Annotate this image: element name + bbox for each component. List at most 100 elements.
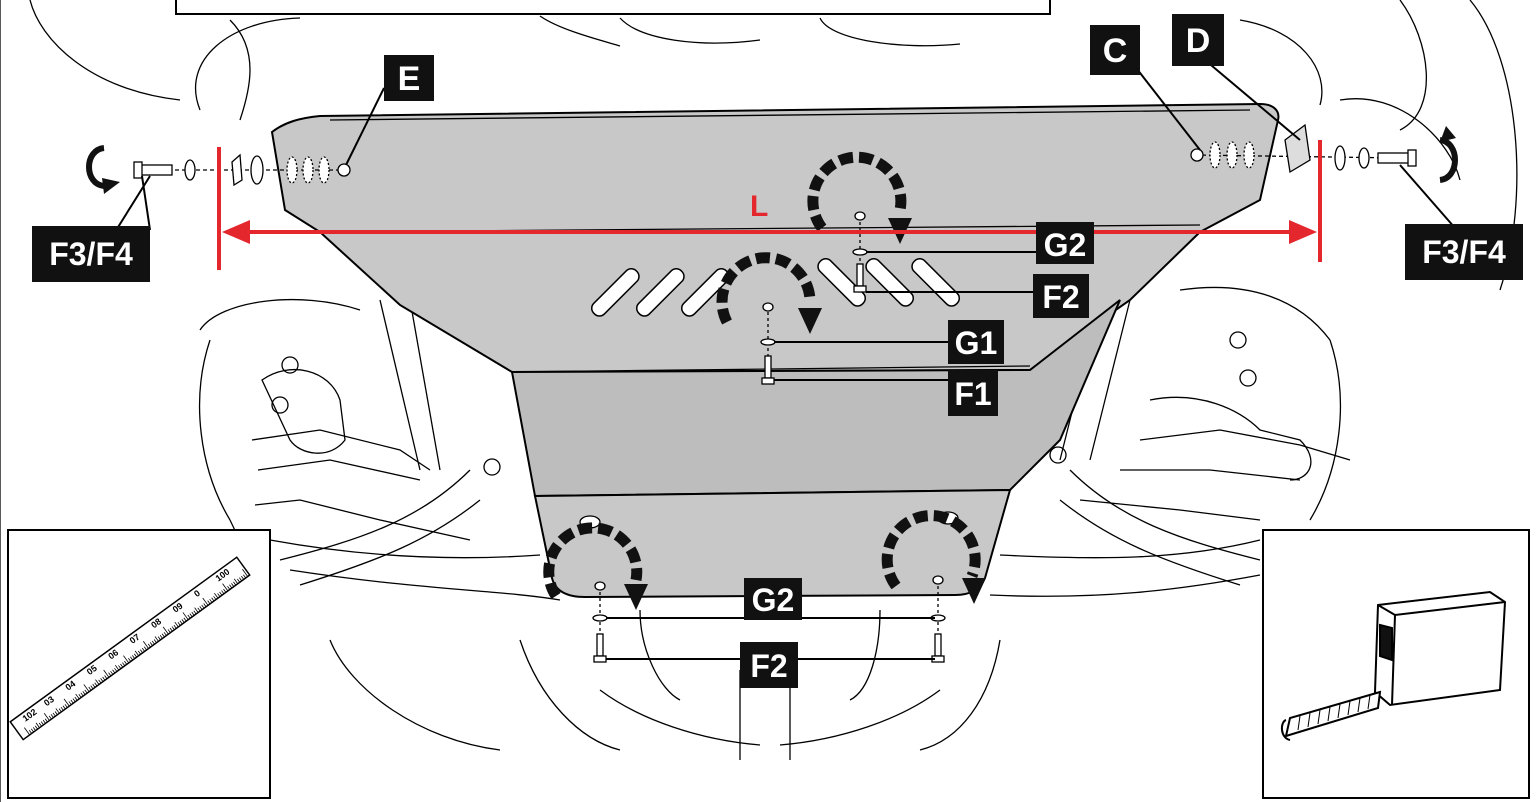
ruler-tick bbox=[122, 662, 126, 667]
label-f1: F1 bbox=[948, 370, 998, 416]
leader-lines bbox=[114, 59, 1456, 660]
ruler-tick bbox=[181, 619, 185, 623]
ruler-tick bbox=[112, 669, 116, 674]
ruler-tick bbox=[151, 640, 155, 645]
ruler-tick bbox=[104, 675, 108, 679]
ruler-tick bbox=[221, 590, 225, 595]
ruler-tick bbox=[40, 721, 44, 726]
ruler-tick bbox=[222, 583, 229, 592]
ruler-tick bbox=[24, 727, 30, 736]
ruler-tick-label: 06 bbox=[106, 647, 120, 661]
ruler-tick bbox=[74, 696, 78, 701]
bolt-f1 bbox=[764, 355, 772, 379]
turn-arrow-left bbox=[86, 145, 105, 189]
ruler-tick bbox=[214, 593, 219, 599]
ruler-tick bbox=[103, 669, 110, 678]
ruler-tick bbox=[183, 617, 187, 622]
ruler-tick bbox=[199, 606, 203, 610]
label-g1: G1 bbox=[948, 320, 1004, 364]
ruler-tick bbox=[78, 694, 82, 698]
label-f2-top-text: F2 bbox=[1042, 279, 1079, 315]
dimension-l-label: L bbox=[750, 190, 768, 223]
ruler-tick bbox=[182, 612, 189, 620]
ruler-tick bbox=[120, 663, 124, 668]
ruler-tick bbox=[217, 593, 221, 597]
bracket-d bbox=[1284, 123, 1311, 174]
ruler-tick bbox=[243, 574, 247, 579]
ruler-tick bbox=[137, 650, 141, 655]
ruler-tick bbox=[123, 655, 130, 664]
label-f3f4-left: F3/F4 bbox=[32, 226, 150, 282]
ruler-tick bbox=[167, 629, 171, 633]
ruler-tick bbox=[153, 639, 157, 643]
washer-left-2 bbox=[250, 155, 264, 185]
ruler-tick bbox=[82, 691, 86, 695]
ruler-tick-label: 0 bbox=[192, 588, 202, 599]
ruler-tick bbox=[213, 596, 217, 600]
ruler-tick bbox=[162, 626, 169, 635]
washer-right-2 bbox=[1358, 147, 1370, 169]
ruler-tick bbox=[55, 708, 60, 714]
ruler-body bbox=[9, 556, 251, 741]
ruler-tick bbox=[242, 568, 249, 577]
label-g2-top: G2 bbox=[1036, 222, 1094, 264]
bolt-f2-bottom-right bbox=[934, 633, 942, 657]
ruler-tick bbox=[114, 668, 118, 672]
ruler-tick bbox=[241, 575, 245, 580]
ruler-tick-label: 07 bbox=[128, 632, 142, 646]
tape-blade bbox=[1284, 690, 1382, 738]
ruler-tick bbox=[72, 698, 76, 703]
ruler-tick bbox=[118, 665, 122, 669]
ruler-tick bbox=[239, 577, 243, 582]
ruler-tick bbox=[130, 656, 134, 661]
ruler-tick bbox=[43, 712, 50, 721]
ruler-tick bbox=[38, 722, 42, 727]
ruler-tick bbox=[114, 665, 120, 671]
bolt-f2-bottom-left bbox=[596, 633, 604, 657]
washer-g2-bottom-left bbox=[592, 614, 608, 622]
label-d: D bbox=[1172, 14, 1224, 66]
ruler-tick bbox=[233, 578, 239, 584]
ruler-tick bbox=[98, 679, 102, 684]
ruler-tick bbox=[128, 658, 132, 662]
label-e-text: E bbox=[398, 60, 421, 98]
label-d-text: D bbox=[1186, 22, 1211, 60]
ruler-tick bbox=[63, 698, 70, 707]
turn-arrows bbox=[86, 126, 1458, 194]
label-c: C bbox=[1090, 25, 1140, 75]
callout-labels: C D E G2 F2 G1 F1 G2 bbox=[32, 14, 1523, 688]
label-f3f4-right: F3/F4 bbox=[1405, 224, 1523, 280]
ruler-tick bbox=[60, 706, 64, 711]
rotate-arrow-bottom-left bbox=[543, 522, 648, 610]
skid-plate bbox=[270, 102, 1280, 599]
ruler-tick-label: 05 bbox=[85, 663, 99, 677]
ruler-tick bbox=[147, 643, 151, 648]
ruler-tick bbox=[48, 715, 52, 720]
ruler-tick bbox=[108, 672, 112, 677]
ruler-tick bbox=[154, 636, 159, 642]
ruler-tick-label: 08 bbox=[149, 616, 163, 630]
label-c-text: C bbox=[1103, 32, 1128, 70]
ruler-tick bbox=[28, 730, 32, 734]
ruler-tick bbox=[134, 650, 139, 656]
ruler-tick bbox=[50, 714, 54, 718]
ruler-tick bbox=[187, 614, 191, 619]
ruler-tick bbox=[68, 701, 72, 705]
ruler-tick bbox=[161, 633, 165, 638]
ruler-tick bbox=[90, 685, 94, 690]
ruler-tick bbox=[42, 719, 46, 724]
ruler-tick bbox=[139, 649, 143, 654]
ruler-tick-label: 09 bbox=[171, 601, 185, 615]
ruler-tick bbox=[171, 626, 175, 631]
ruler-tick bbox=[32, 727, 36, 731]
ruler-tick bbox=[35, 722, 40, 728]
ruler-tick bbox=[149, 642, 153, 646]
label-g2-top-text: G2 bbox=[1044, 227, 1087, 263]
washer-left-1 bbox=[184, 159, 196, 181]
nut-e bbox=[337, 163, 351, 177]
ruler-tick bbox=[34, 725, 38, 730]
tape-measure-icon bbox=[1280, 590, 1507, 741]
ruler-tick bbox=[100, 678, 104, 682]
rotation-arrows bbox=[543, 151, 986, 610]
